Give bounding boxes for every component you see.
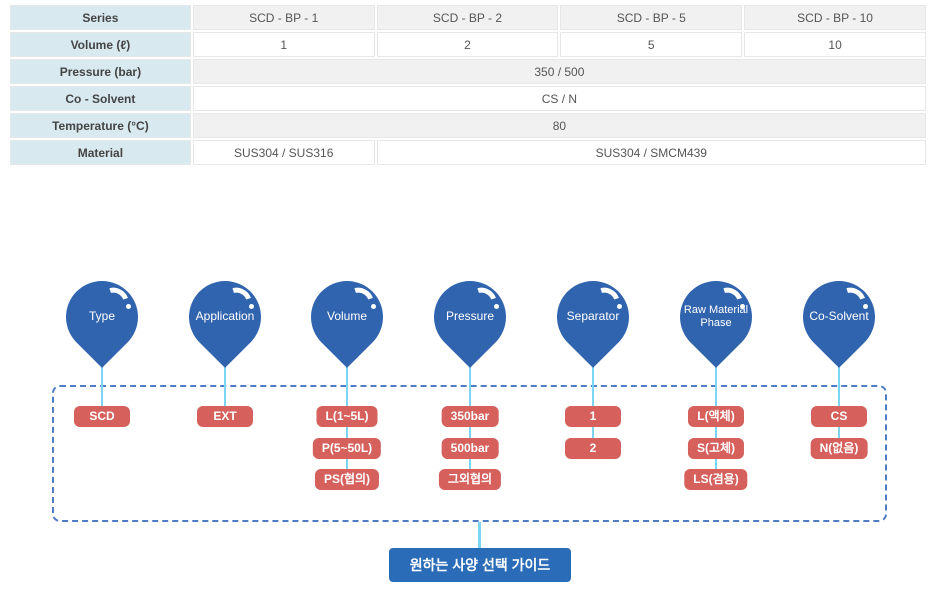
- table-cell: SUS304 / SUS316: [192, 140, 375, 165]
- balloon-shine-dot-icon: [494, 304, 499, 309]
- balloon-label: Pressure: [445, 309, 495, 324]
- guide-connector-line: [478, 522, 481, 548]
- option-tag-separator: 1: [565, 406, 621, 427]
- option-tag-volume: L(1~5L): [316, 406, 378, 427]
- table-cell: SUS304 / SMCM439: [376, 140, 926, 165]
- option-tag-raw-material-phase: LS(겸용): [684, 469, 748, 490]
- option-tag-co-solvent: CS: [811, 406, 867, 427]
- balloon-pressure: Pressure: [419, 266, 521, 369]
- table-cell: 350 / 500: [192, 59, 926, 84]
- option-tag-raw-material-phase: L(액체): [688, 406, 744, 427]
- balloon-shine-dot-icon: [863, 304, 868, 309]
- table-cell: SCD - BP - 10: [744, 5, 926, 30]
- row-label: Volume (ℓ): [10, 32, 191, 57]
- table-cell: 5: [560, 32, 743, 57]
- balloon-label: Co-Solvent: [809, 309, 869, 324]
- balloon-shine-dot-icon: [249, 304, 254, 309]
- balloon-shine-dot-icon: [617, 304, 622, 309]
- table-cell: SCD - BP - 2: [376, 5, 559, 30]
- balloon-label: Type: [88, 309, 115, 324]
- balloon-shine-dot-icon: [371, 304, 376, 309]
- balloon-connector-line: [101, 365, 103, 416]
- table-cell: SCD - BP - 5: [560, 5, 743, 30]
- table-row: Pressure (bar)350 / 500: [10, 59, 926, 84]
- row-label: Co - Solvent: [10, 86, 191, 111]
- option-tag-application: EXT: [197, 406, 253, 427]
- balloon-connector-line: [224, 365, 226, 416]
- table-cell: SCD - BP - 1: [192, 5, 375, 30]
- option-tag-type: SCD: [74, 406, 130, 427]
- balloon-shine-dot-icon: [126, 304, 131, 309]
- balloon-application: Application: [174, 266, 276, 369]
- balloon-label: Application: [195, 309, 255, 324]
- option-tag-pressure: 그외협의: [438, 469, 502, 490]
- balloon-label: Separator: [566, 309, 620, 324]
- table-cell: 1: [192, 32, 375, 57]
- option-tag-volume: P(5~50L): [312, 437, 382, 459]
- balloon-separator: Separator: [542, 266, 644, 369]
- option-tag-raw-material-phase: S(고체): [687, 437, 745, 459]
- row-label: Pressure (bar): [10, 59, 191, 84]
- spec-selection-guide-button[interactable]: 원하는 사양 선택 가이드: [389, 548, 571, 582]
- row-label: Temperature (°C): [10, 113, 191, 138]
- option-tag-volume: PS(협의): [314, 469, 380, 490]
- table-cell: CS / N: [192, 86, 926, 111]
- balloon-type: Type: [51, 266, 153, 369]
- balloon-shine-dot-icon: [740, 304, 745, 309]
- balloon-label: Volume: [326, 309, 368, 324]
- balloon-volume: Volume: [296, 266, 398, 369]
- option-tag-pressure: 500bar: [441, 437, 499, 459]
- option-tag-pressure: 350bar: [441, 406, 499, 427]
- table-cell: 80: [192, 113, 926, 138]
- table-cell: 2: [376, 32, 559, 57]
- option-tag-co-solvent: N(없음): [810, 437, 868, 459]
- row-label: Series: [10, 5, 191, 30]
- balloon-co-solvent: Co-Solvent: [788, 266, 890, 369]
- row-label: Material: [10, 140, 191, 165]
- balloon-label: Raw Material Phase: [683, 304, 749, 329]
- balloon-raw-material-phase: Raw Material Phase: [665, 266, 767, 369]
- option-tag-separator: 2: [565, 437, 621, 459]
- table-row: Temperature (°C)80: [10, 113, 926, 138]
- table-cell: 10: [744, 32, 926, 57]
